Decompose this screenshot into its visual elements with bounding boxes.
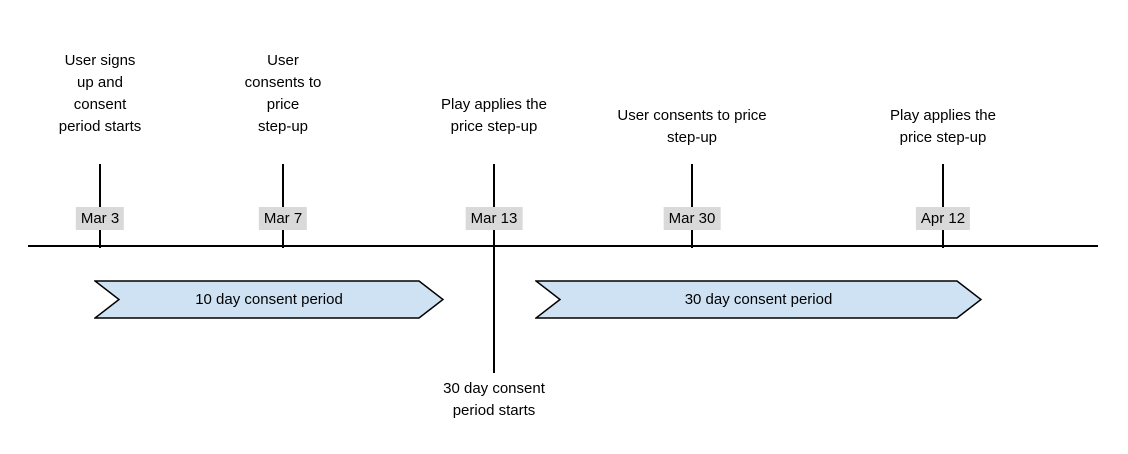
event-tick-line	[493, 164, 495, 373]
period-banner: 10 day consent period	[94, 280, 444, 319]
event-tick-line	[942, 164, 944, 248]
event-date-chip: Apr 12	[915, 207, 971, 230]
event-date-chip: Mar 30	[663, 207, 721, 230]
event-label: User consents to price step-up	[617, 107, 767, 146]
event-label: User consents to price step-up	[244, 52, 322, 135]
event-date-chip: Mar 7	[258, 207, 308, 230]
event-date-chip: Mar 3	[75, 207, 125, 230]
event-label: Play applies the price step-up	[890, 107, 996, 146]
event-tick-line	[691, 164, 693, 248]
chevron-banner-shape	[94, 280, 444, 319]
period-label: 30 day consent period	[684, 291, 833, 308]
period-label: 10 day consent period	[195, 291, 343, 308]
event-tick-line	[99, 164, 101, 248]
event-date-chip: Mar 13	[465, 207, 523, 230]
event-label: User signs up and consent period starts	[58, 52, 142, 135]
chevron-banner-shape	[535, 280, 982, 319]
timeline-axis	[28, 245, 1098, 247]
event-tick-line	[282, 164, 284, 248]
period-banner: 30 day consent period	[535, 280, 982, 319]
event-label: Play applies the price step-up	[441, 96, 547, 135]
note-label: 30 day consent period starts	[443, 380, 545, 419]
